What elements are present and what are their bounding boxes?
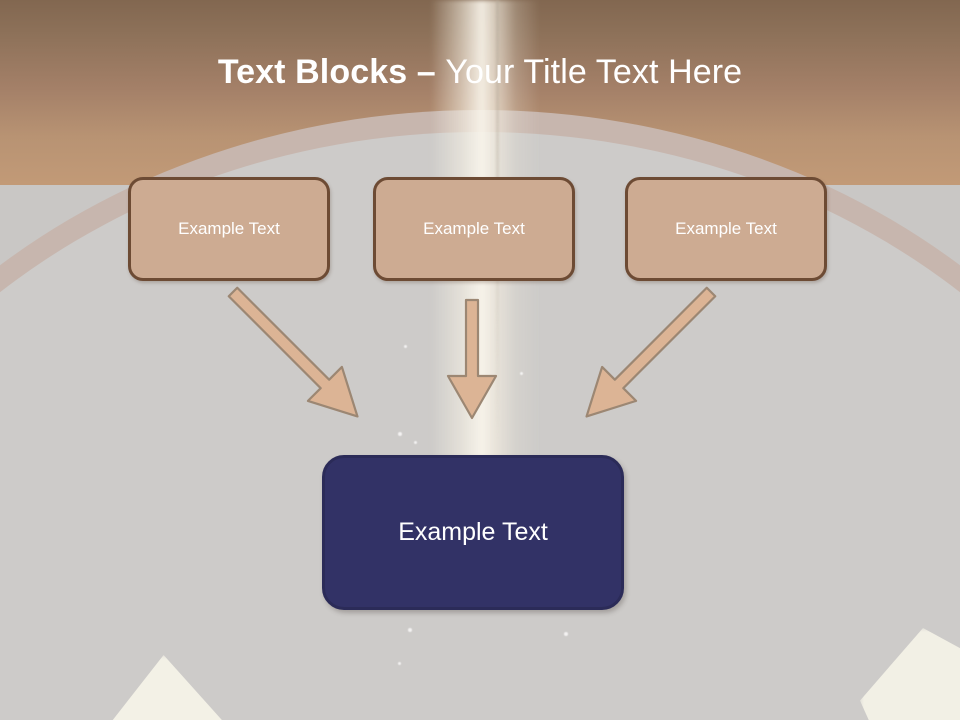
background-sparkle <box>398 432 402 436</box>
background-sparkle <box>404 345 407 348</box>
text-block-2[interactable]: Example Text <box>373 177 575 281</box>
background-sparkle <box>466 355 469 358</box>
text-block-3-label: Example Text <box>675 219 777 238</box>
result-text-block[interactable]: Example Text <box>322 455 624 610</box>
text-block-2-label: Example Text <box>423 219 525 238</box>
background-sparkle <box>520 372 523 375</box>
text-block-1[interactable]: Example Text <box>128 177 330 281</box>
result-text-block-label: Example Text <box>398 518 548 546</box>
slide-title: Text Blocks – Your Title Text Here <box>0 50 960 94</box>
background-sparkle <box>408 628 412 632</box>
background-sparkle <box>414 441 417 444</box>
slide-title-separator: – <box>416 53 446 91</box>
slide-title-rest: Your Title Text Here <box>445 53 743 91</box>
text-block-1-label: Example Text <box>178 219 280 238</box>
background-sparkle <box>564 632 568 636</box>
background-sparkle <box>398 662 401 665</box>
slide-title-strong: Text Blocks <box>217 53 417 91</box>
text-block-3[interactable]: Example Text <box>625 177 827 281</box>
